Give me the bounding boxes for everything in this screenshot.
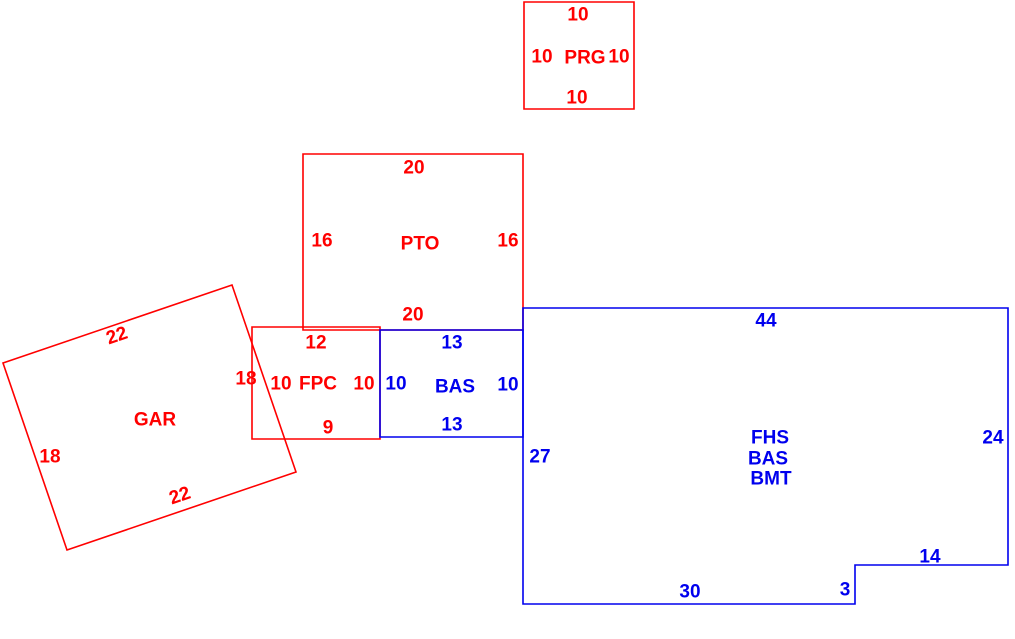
- bas-dim-top: 13: [441, 333, 462, 354]
- fhs-dim-right: 24: [982, 428, 1004, 449]
- fhs-dim-bottom: 30: [679, 582, 700, 603]
- fhs-dim-top: 44: [755, 311, 777, 332]
- fhs-dim-notch-v: 3: [840, 580, 851, 601]
- prg-dim-left: 10: [531, 47, 552, 68]
- fpc-outline: [251, 326, 381, 440]
- fpc-dim-left: 10: [270, 374, 291, 395]
- gar-dim-left: 18: [39, 447, 60, 468]
- pto-dim-top: 20: [403, 158, 424, 179]
- bas-dim-right: 10: [497, 375, 518, 396]
- pto-dim-left: 16: [311, 231, 332, 252]
- fpc-dim-right: 10: [353, 374, 374, 395]
- prg-dim-right: 10: [608, 47, 629, 68]
- fhs-dim-left: 27: [529, 447, 550, 468]
- fpc-dim-top: 12: [305, 333, 326, 354]
- pto-area-label: PTO: [401, 234, 440, 255]
- fhs-dim-notch-h: 14: [919, 547, 941, 568]
- fhs-area-label-2: BAS: [748, 449, 788, 470]
- bas-dim-bottom: 13: [441, 415, 462, 436]
- gar-area-label: GAR: [134, 410, 177, 431]
- bas-dim-left: 10: [385, 374, 406, 395]
- bas-area-label: BAS: [435, 377, 475, 398]
- prg-dim-bottom: 10: [566, 88, 587, 109]
- prg-outline: [523, 1, 635, 110]
- fhs-area-label-3: BMT: [750, 469, 792, 490]
- fhs-outline: [522, 307, 1009, 605]
- fpc-area-label: FPC: [299, 374, 337, 395]
- pto-dim-bottom: 20: [402, 305, 423, 326]
- prg-area-label: PRG: [564, 48, 605, 69]
- gar-outline: [1, 283, 298, 552]
- fpc-dim-bottom: 9: [323, 418, 334, 439]
- gar-dim-bottom: 22: [167, 483, 194, 510]
- gar-dim-right: 18: [235, 369, 256, 390]
- fhs-area-label-1: FHS: [751, 428, 789, 449]
- prg-dim-top: 10: [567, 5, 588, 26]
- pto-dim-right: 16: [497, 231, 518, 252]
